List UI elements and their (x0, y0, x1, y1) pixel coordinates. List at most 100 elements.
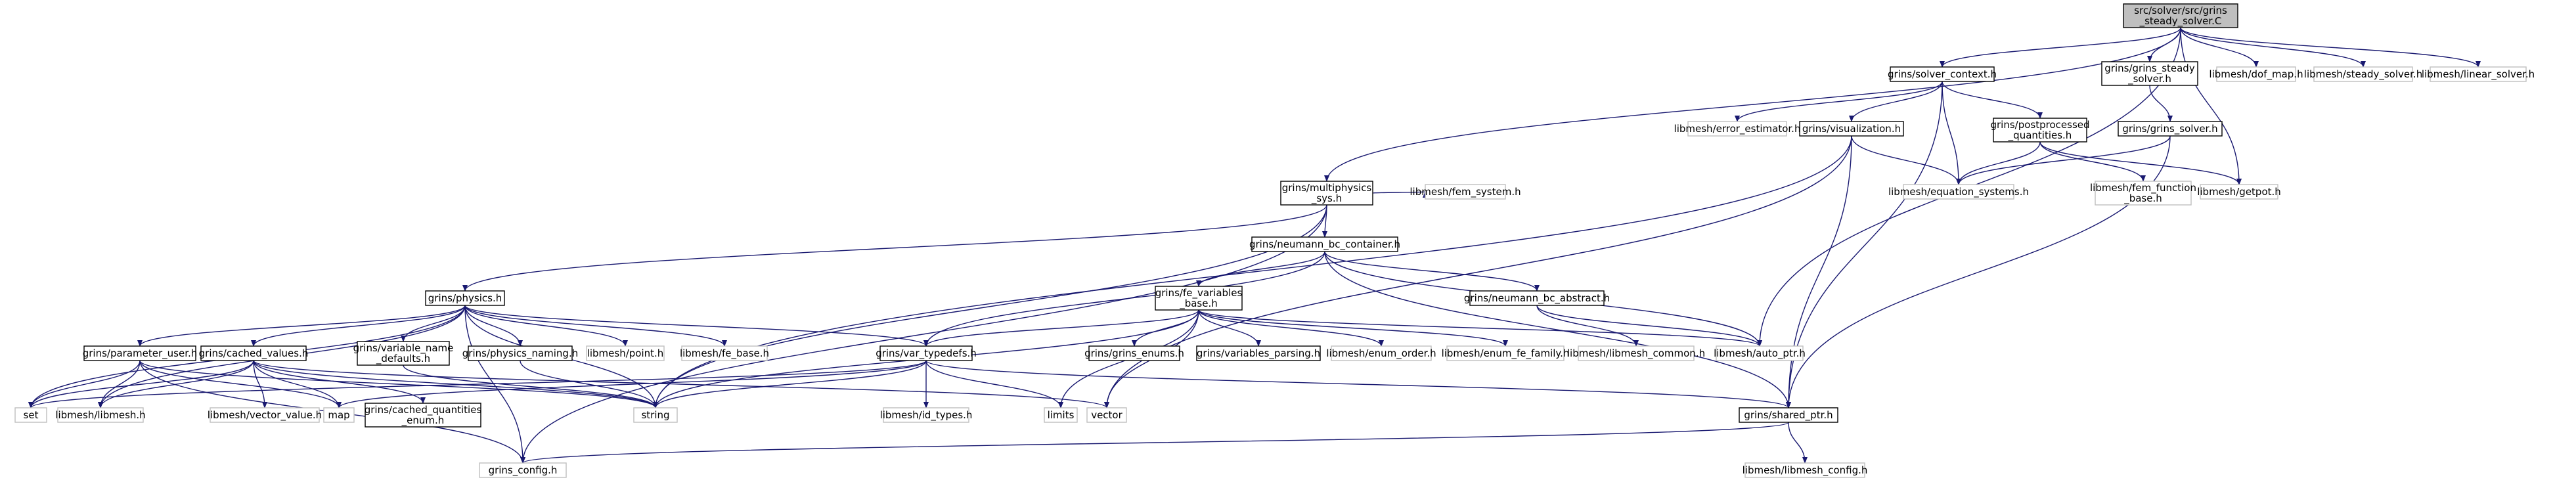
edge-root-to-linear_solver (2180, 27, 2481, 68)
node-box-error_estimator (1687, 121, 1787, 137)
node-label-libmesh_config-0: libmesh/libmesh_config.h (1743, 464, 1868, 477)
node-box-libmesh_config (1744, 462, 1865, 478)
node-multiphysics[interactable]: grins/multiphysics_sys.h (1280, 181, 1373, 206)
node-postprocessed[interactable]: grins/postprocessed_quantities.h (1990, 118, 2090, 143)
edge-grins_solver-to-shared_ptr (1786, 135, 2171, 408)
node-label-dof_map-0: libmesh/dof_map.h (2209, 68, 2303, 81)
node-box-grins_config (479, 462, 567, 478)
node-box-postprocessed (1993, 118, 2087, 143)
node-box-multiphysics (1280, 181, 1373, 206)
node-fe_variables_base[interactable]: grins/fe_variables_base.h (1155, 286, 1243, 311)
node-fem_system: libmesh/fem_system.h (1410, 184, 1521, 200)
edge-cached_values-to-libmesh_h (98, 360, 254, 408)
node-label-fem_system-0: libmesh/fem_system.h (1410, 186, 1521, 198)
edge-fe_variables_base-to-enum_order (1198, 309, 1384, 347)
edge-fe_variables_base-to-enum_fe_family (1198, 309, 1508, 347)
node-neumann_bc_abstract[interactable]: grins/neumann_bc_abstract.h (1464, 290, 1610, 306)
node-label-libmesh_h-0: libmesh/libmesh.h (55, 409, 145, 421)
node-neumann_bc_container[interactable]: grins/neumann_bc_container.h (1249, 236, 1400, 252)
node-map: map (323, 407, 355, 423)
node-box-getpot (2200, 184, 2278, 200)
node-set: set (14, 407, 47, 423)
node-label-fe_variables_base-1: _base.h (1179, 297, 1218, 310)
node-label-neumann_bc_abstract-0: grins/neumann_bc_abstract.h (1464, 292, 1610, 305)
node-label-postprocessed-0: grins/postprocessed (1990, 119, 2089, 131)
node-box-visualization (1799, 121, 1904, 137)
edge-neumann_bc_abstract-to-libmesh_common (1536, 305, 1639, 347)
edge-parameter_user-to-libmesh_h (98, 360, 141, 408)
node-label-neumann_bc_container-0: grins/neumann_bc_container.h (1249, 238, 1400, 251)
node-label-physics-0: grins/physics.h (428, 292, 502, 304)
node-libmesh_common: libmesh/libmesh_common.h (1567, 345, 1705, 361)
node-shared_ptr[interactable]: grins/shared_ptr.h (1739, 407, 1838, 423)
node-root[interactable]: src/solver/src/grins_steady_solver.C (2123, 3, 2238, 28)
node-label-cached_quantities_enum-0: grins/cached_quantities (365, 404, 482, 416)
node-solver_context[interactable]: grins/solver_context.h (1888, 66, 1997, 82)
node-label-cached_quantities_enum-1: _enum.h (401, 414, 445, 427)
edge-physics-to-parameter_user (137, 305, 466, 347)
node-variable_name_defaults[interactable]: grins/variable_name_defaults.h (353, 341, 454, 366)
edge-physics-to-fe_base (464, 305, 727, 347)
edge-multiphysics-to-physics (462, 204, 1327, 292)
node-box-dof_map (2216, 66, 2296, 82)
node-label-root-1: _steady_solver.C (2139, 15, 2222, 28)
edge-parameter_user-to-map (139, 360, 342, 408)
node-label-grins_solver-0: grins/grins_solver.h (2122, 123, 2217, 135)
node-label-fe_variables_base-0: grins/fe_variables (1155, 287, 1243, 299)
node-label-variable_name_defaults-0: grins/variable_name (353, 342, 454, 355)
node-parameter_user[interactable]: grins/parameter_user.h (83, 345, 198, 361)
node-box-physics_naming (468, 345, 573, 361)
node-label-solver_context-0: grins/solver_context.h (1888, 68, 1997, 81)
node-label-cached_values-0: grins/cached_values.h (199, 347, 309, 360)
node-box-root (2123, 3, 2238, 28)
node-box-id_types (883, 407, 969, 423)
node-box-variables_parsing (1196, 345, 1321, 361)
edge-neumann_bc_container-to-fe_variables_base (1196, 251, 1325, 287)
node-box-fe_variables_base (1155, 286, 1243, 311)
edge-solver_context-to-postprocessed (1942, 81, 2043, 119)
node-physics[interactable]: grins/physics.h (425, 290, 505, 306)
edge-root-to-solver_context (1940, 27, 2181, 68)
edge-neumann_bc_abstract-to-auto_ptr (1536, 305, 1762, 347)
edge-multiphysics-to-fem_system (1372, 191, 1428, 198)
node-var_typedefs[interactable]: grins/var_typedefs.h (876, 345, 977, 361)
node-dof_map: libmesh/dof_map.h (2209, 66, 2303, 82)
edge-solver_context-to-visualization (1849, 81, 1943, 122)
node-cached_quantities_enum[interactable]: grins/cached_quantities_enum.h (365, 403, 482, 428)
edge-root-to-getpot (2180, 27, 2242, 185)
node-label-physics_naming-0: grins/physics_naming.h (462, 347, 578, 360)
node-label-fe_base-0: libmesh/fe_base.h (680, 347, 769, 360)
node-visualization[interactable]: grins/visualization.h (1799, 121, 1904, 137)
node-variables_parsing[interactable]: grins/variables_parsing.h (1196, 345, 1321, 361)
node-cached_values[interactable]: grins/cached_values.h (199, 345, 309, 361)
node-fe_base: libmesh/fe_base.h (680, 345, 769, 361)
node-label-parameter_user-0: grins/parameter_user.h (83, 347, 198, 360)
edge-physics_naming-to-string (520, 360, 658, 408)
node-label-variable_name_defaults-1: _defaults.h (376, 353, 430, 365)
node-label-grins_config-0: grins_config.h (489, 464, 558, 477)
node-grins_enums[interactable]: grins/grins_enums.h (1084, 345, 1184, 361)
edge-parameter_user-to-set (28, 360, 141, 408)
edge-postprocessed-to-equation_systems (1956, 141, 2041, 185)
node-libmesh_config: libmesh/libmesh_config.h (1743, 462, 1868, 478)
node-linear_solver: libmesh/linear_solver.h (2422, 66, 2535, 82)
edge-root-to-steady_solver (2180, 27, 2366, 68)
node-box-variable_name_defaults (357, 341, 450, 366)
node-vector: vector (1086, 407, 1127, 423)
node-physics_naming[interactable]: grins/physics_naming.h (462, 345, 578, 361)
node-string: string (633, 407, 678, 423)
node-grins_config: grins_config.h (479, 462, 567, 478)
edge-cached_values-to-set (28, 360, 254, 408)
node-label-point-0: libmesh/point.h (587, 347, 664, 359)
node-vector_value: libmesh/vector_value.h (208, 407, 322, 423)
node-label-fem_function_base-0: libmesh/fem_function (2090, 182, 2196, 194)
node-label-error_estimator-0: libmesh/error_estimator.h (1674, 123, 1801, 135)
edge-shared_ptr-to-grins_config (520, 422, 1789, 464)
edge-var_typedefs-to-limits (925, 360, 1063, 408)
node-box-physics (425, 290, 505, 306)
node-grins_solver[interactable]: grins/grins_solver.h (2118, 121, 2223, 137)
node-grins_steady_solver[interactable]: grins/grins_steady_solver.h (2101, 61, 2198, 86)
node-libmesh_h: libmesh/libmesh.h (55, 407, 146, 423)
node-limits: limits (1044, 407, 1078, 423)
